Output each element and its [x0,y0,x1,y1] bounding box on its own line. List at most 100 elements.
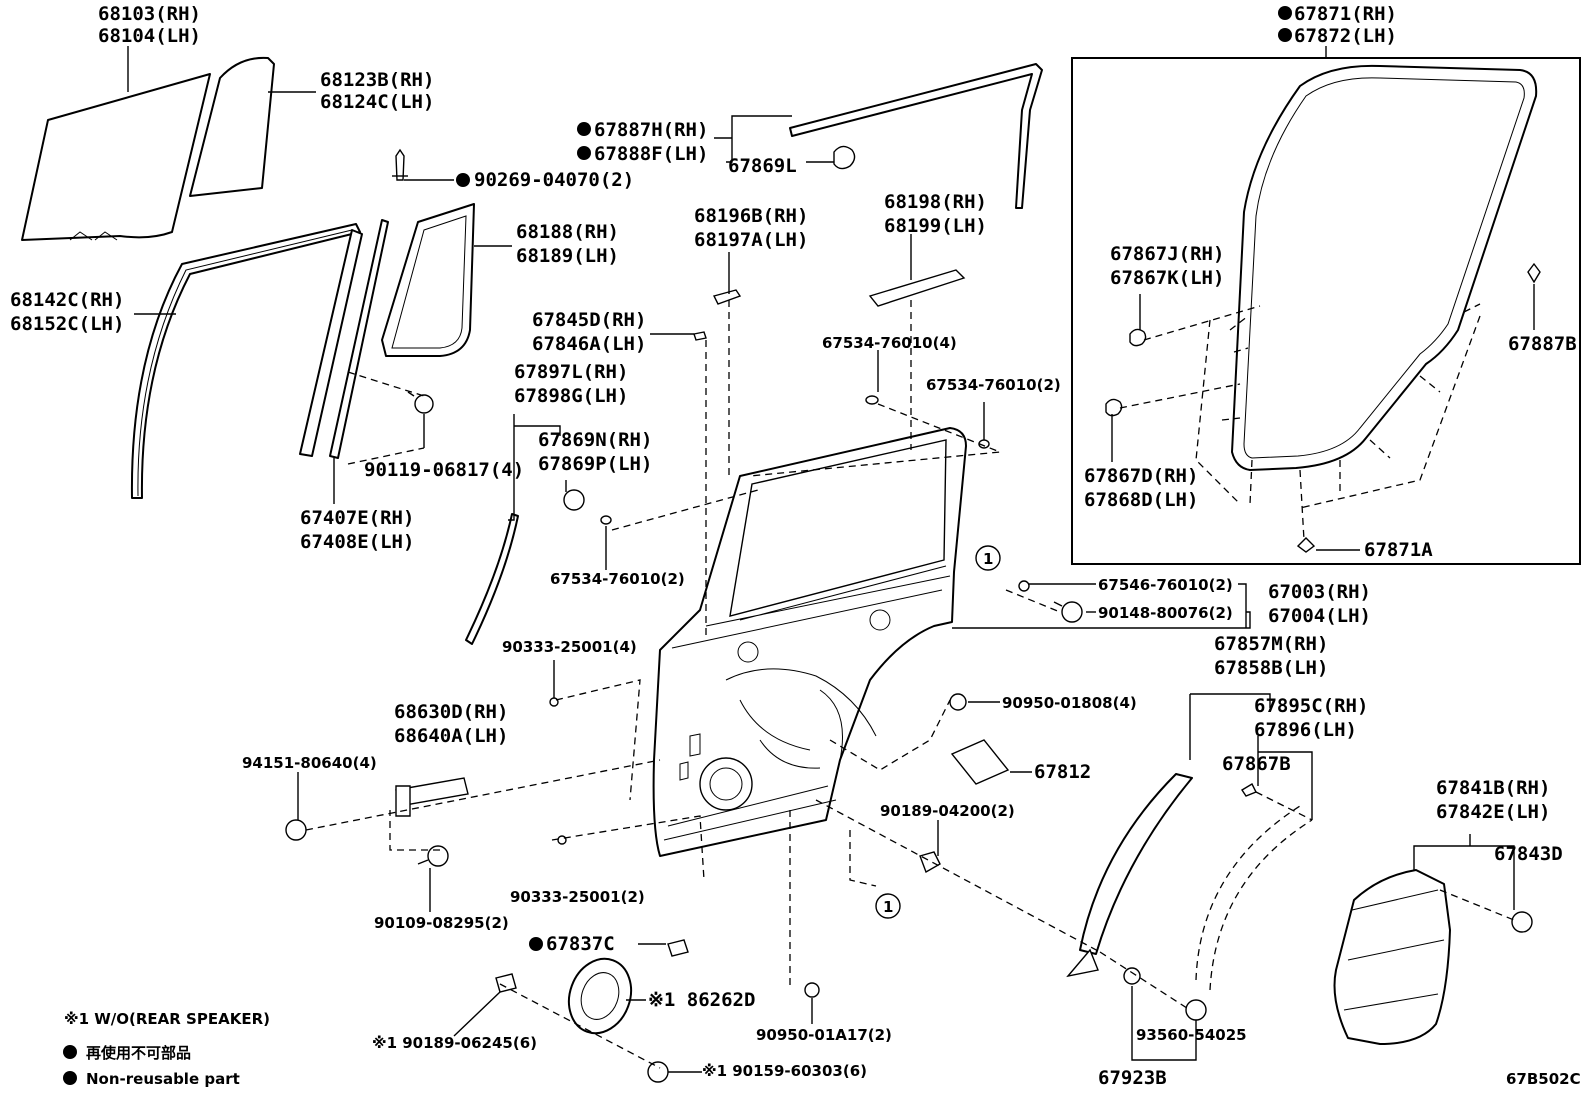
label-90189-b: ※1 90189-06245(6) [372,1034,537,1052]
label-68103: 68103(RH) [98,3,201,25]
clip-67837C [667,939,689,957]
label-67004: 67004(LH) [1268,605,1371,627]
screw-90159 [647,1061,669,1083]
label-90159: ※1 90159-60303(6) [702,1062,867,1080]
label-67895: 67895C(RH) [1254,695,1368,717]
legend-nonreusable-en: Non-reusable part [86,1070,240,1088]
label-67846: 67846A(LH) [532,333,646,355]
clip-67867D [1105,398,1123,417]
label-93560: 93560-54025 [1136,1026,1247,1044]
door-glass [21,73,211,241]
outside-handle-frame [868,269,966,307]
label-86262: ※1 86262D [648,989,755,1011]
label-68630: 68630D(RH) [394,701,508,723]
legend-nonreusable-jp: 再使用不可部品 [86,1044,191,1062]
mudguard [1333,869,1451,1045]
label-90950-b: 90950-01A17(2) [756,1026,892,1044]
label-67546: 67546-76010(2) [1098,576,1233,594]
label-67888F: 67888F(LH) [594,143,708,165]
label-68198: 68198(RH) [884,191,987,213]
glass-run-channel [130,223,361,499]
label-67887H: 67887H(RH) [594,119,708,141]
label-67867J: 67867J(RH) [1110,243,1224,265]
label-68124: 68124C(LH) [320,91,434,113]
label-67812: 67812 [1034,761,1091,783]
callout-1-top: 1 [975,545,1001,571]
part-labels: 68103(RH) 68104(LH) 68123B(RH) 68124C(LH… [10,3,1577,1089]
leader-lines [127,46,1535,1073]
bolt-90119 [407,391,434,414]
label-90333-a: 90333-25001(4) [502,638,637,656]
label-67887B: 67887B [1508,333,1577,355]
label-67872: 67872(LH) [1294,25,1397,47]
nut-94151 [285,819,307,841]
label-67867B: 67867B [1222,753,1291,775]
clip-90269 [392,148,408,181]
label-67534-c: 67534-76010(2) [550,570,685,588]
clip-67871A [1296,537,1316,553]
label-67871A: 67871A [1364,539,1433,561]
assembly-lines [305,300,1515,1069]
label-67858: 67858B(LH) [1214,657,1328,679]
label-67843: 67843D [1494,843,1563,865]
plug-90950-01808 [949,693,967,711]
label-68199: 68199(LH) [884,215,987,237]
clip-67845D [693,331,707,341]
legend-note: ※1 W/O(REAR SPEAKER) [64,1010,270,1028]
quarter-glass [189,56,275,197]
label-67842: 67842E(LH) [1436,801,1550,823]
legend: ※1 W/O(REAR SPEAKER) 再使用不可部品 Non-reusabl… [63,1010,270,1088]
bolt-90109 [417,845,449,867]
callout-1-bottom: 1 [875,893,901,919]
label-68104: 68104(LH) [98,25,201,47]
label-90333-b: 90333-25001(2) [510,888,645,906]
clip-67869N [563,489,585,511]
door-frame-bracket [712,289,742,305]
label-94151: 94151-80640(4) [242,754,377,772]
label-67837: 67837C [546,933,615,955]
figure-code: 67B502C [1506,1070,1581,1088]
door-check [395,777,469,817]
label-67534-b: 67534-76010(2) [926,376,1061,394]
label-67869P: 67869P(LH) [538,453,652,475]
label-90269: 90269-04070(2) [474,169,634,191]
label-68640: 68640A(LH) [394,725,508,747]
screw-93560 [1185,999,1207,1021]
label-90950-a: 90950-01808(4) [1002,694,1137,712]
rear-lower-channel [299,219,389,459]
label-67898: 67898G(LH) [514,385,628,407]
svg-text:1: 1 [983,550,993,568]
grommet-67546 [1018,580,1030,592]
clip-90189-04200 [919,851,941,874]
label-68152: 68152C(LH) [10,313,124,335]
label-67867K: 67867K(LH) [1110,267,1224,289]
label-67867D: 67867D(RH) [1084,465,1198,487]
label-90189-a: 90189-04200(2) [880,802,1015,820]
clip-67843D [1511,911,1533,933]
plugs-67534 [549,395,990,845]
clip-67923B [1123,967,1141,985]
label-68123: 68123B(RH) [320,69,434,91]
label-67869L: 67869L [728,155,797,177]
door-garnish [1066,773,1193,978]
clip-67869L [833,145,856,170]
label-68196: 68196B(RH) [694,205,808,227]
door-weatherstrip [1231,64,1538,471]
clip-90189-06245 [495,973,517,993]
clip-67867B [1241,783,1257,797]
rear-speaker [567,957,633,1035]
clip-67867J [1129,328,1147,347]
plug-90950-01A17 [804,982,820,998]
label-90148: 90148-80076(2) [1098,604,1233,622]
label-68188: 68188(RH) [516,221,619,243]
label-67868D: 67868D(LH) [1084,489,1198,511]
roof-molding [789,63,1043,209]
weatherstrip-detail-box [1071,57,1581,565]
label-90109: 90109-08295(2) [374,914,509,932]
label-90119: 90119-06817(4) [364,459,524,481]
quarter-window [381,203,475,357]
label-67897: 67897L(RH) [514,361,628,383]
label-67869N: 67869N(RH) [538,429,652,451]
non-reusable-markers [456,6,1292,951]
